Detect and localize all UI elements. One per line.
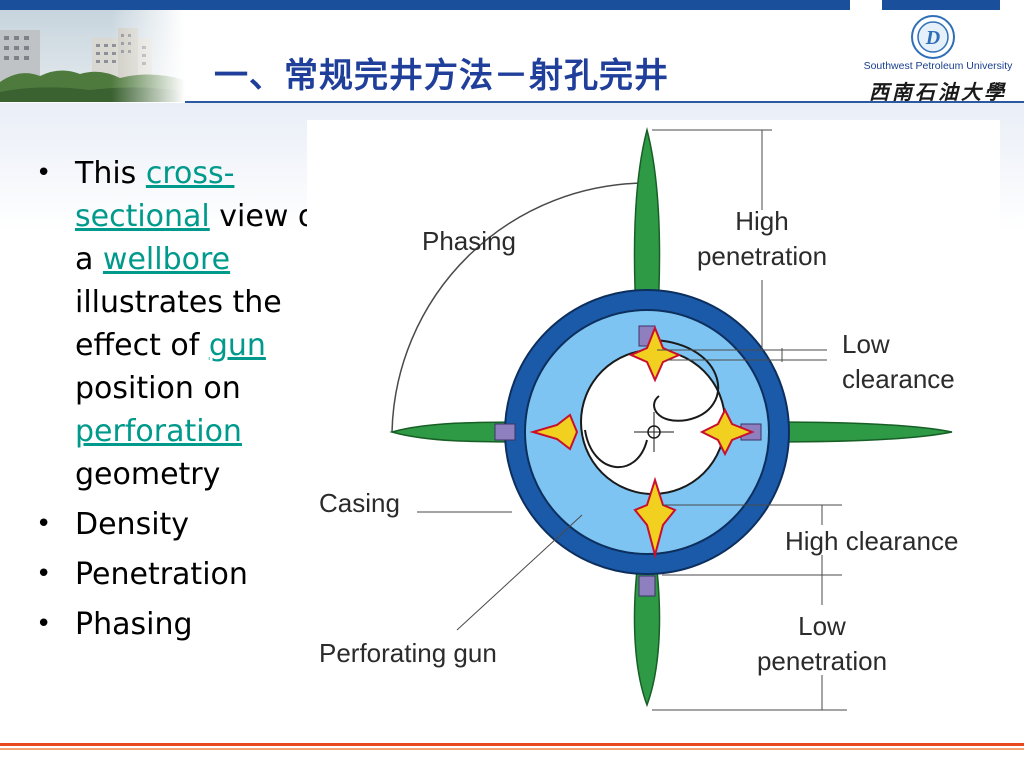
wellbore-cross-section-figure: Phasing High penetration Low clearance C… bbox=[319, 127, 958, 711]
shaped-charge-bottom bbox=[633, 476, 677, 559]
bullet-text: position on bbox=[75, 371, 241, 406]
slide-title: 一、常规完井方法－射孔完井 bbox=[214, 56, 669, 96]
label-casing: Casing bbox=[319, 488, 400, 518]
gun-eccentric-path-upper bbox=[653, 339, 720, 422]
label-high-clearance: High clearance bbox=[785, 526, 958, 556]
phasing-arc bbox=[391, 182, 648, 433]
label-low-clearance-line1: Low bbox=[842, 329, 890, 359]
bullet-text-density: Density bbox=[75, 507, 190, 542]
bullet-item: • Penetration bbox=[34, 553, 334, 596]
emblem-letter: D bbox=[925, 27, 940, 49]
casing-hole-left bbox=[494, 423, 516, 441]
gun-eccentric-path-lower bbox=[584, 429, 648, 468]
header-divider bbox=[185, 101, 1024, 103]
bullet-list: •This cross-sectional view of a wellbore… bbox=[34, 152, 334, 653]
label-high-penetration-line1: High bbox=[735, 206, 788, 236]
link-wellbore[interactable]: wellbore bbox=[102, 242, 231, 277]
bullet-item: • Density bbox=[34, 503, 334, 546]
label-perforating-gun: Perforating gun bbox=[319, 638, 497, 668]
university-name-en: Southwest Petroleum University bbox=[863, 60, 1013, 72]
bullet-dot-icon: • bbox=[36, 609, 52, 639]
bullet-item: •This cross-sectional view of a wellbore… bbox=[34, 152, 334, 496]
bullet-text: This bbox=[75, 156, 146, 191]
university-logo-block: D Southwest Petroleum University 西南石油大學 bbox=[852, 10, 1024, 104]
bullet-text-phasing: Phasing bbox=[75, 607, 193, 642]
shaped-charge-left bbox=[529, 413, 579, 451]
bullet-text-penetration: Penetration bbox=[75, 557, 248, 592]
bullet-dot-icon: • bbox=[36, 158, 52, 188]
link-gun[interactable]: gun bbox=[208, 328, 266, 363]
university-name-cn: 西南石油大學 bbox=[869, 80, 1007, 104]
footer-divider-primary bbox=[0, 743, 1024, 746]
label-low-clearance-line2: clearance bbox=[842, 364, 955, 394]
footer-divider-secondary bbox=[0, 748, 1024, 750]
bullet-item: • Phasing bbox=[34, 603, 334, 646]
link-cross-sectional[interactable]: cross-sectional bbox=[75, 156, 235, 234]
university-emblem-icon: D bbox=[911, 15, 955, 59]
casing-hole-bottom bbox=[638, 575, 656, 597]
label-phasing: Phasing bbox=[422, 226, 516, 256]
label-high-penetration-line2: penetration bbox=[697, 241, 827, 271]
top-accent-bar bbox=[0, 0, 1024, 10]
bullet-dot-icon: • bbox=[36, 509, 52, 539]
bullet-text: illustrates the effect of bbox=[75, 285, 282, 363]
top-bar-gap bbox=[850, 0, 882, 10]
label-low-penetration-line2: penetration bbox=[757, 646, 887, 676]
label-low-penetration-line1: Low bbox=[798, 611, 846, 641]
link-perforation[interactable]: perforation bbox=[75, 414, 242, 449]
shaped-charge-right bbox=[699, 407, 755, 457]
leader-perforating-gun bbox=[456, 514, 583, 631]
perforation-diagram: Phasing High penetration Low clearance C… bbox=[307, 120, 1000, 720]
bullet-text: geometry bbox=[75, 457, 221, 492]
top-bar-gap bbox=[1000, 0, 1024, 10]
bullet-dot-icon: • bbox=[36, 559, 52, 589]
campus-building-image bbox=[0, 10, 185, 102]
